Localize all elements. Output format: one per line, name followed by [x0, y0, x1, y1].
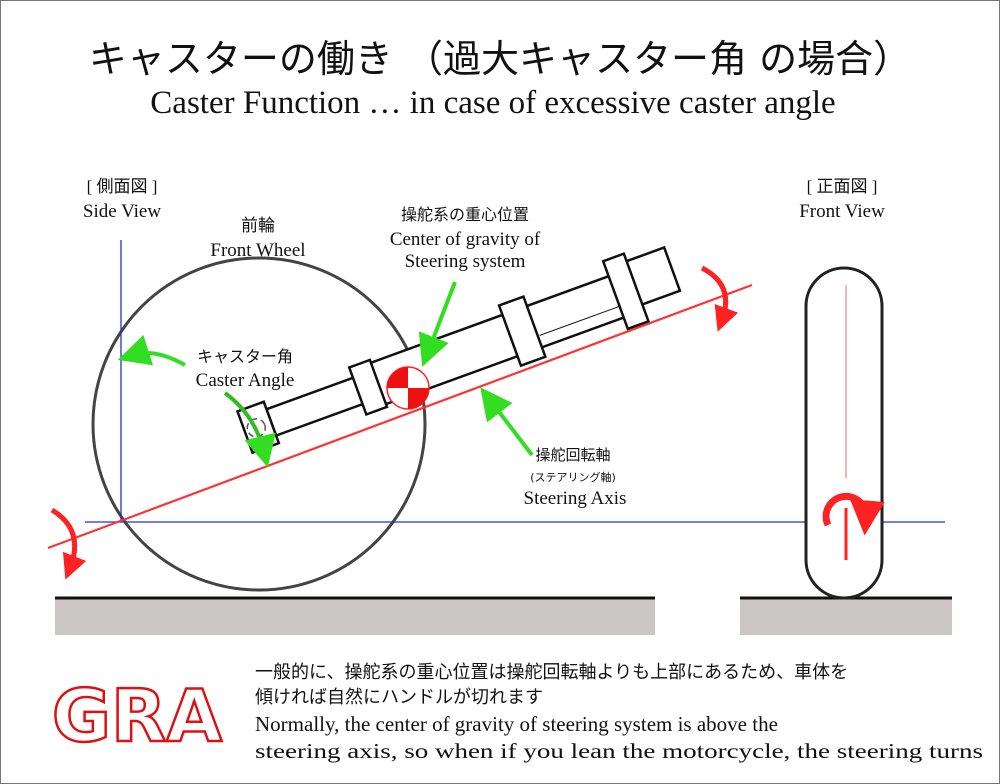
cg-pointer-arrow: [418, 281, 457, 367]
rotation-arrow-bottom-icon: [50, 507, 87, 580]
front-rotation-arrow-icon: [822, 492, 885, 536]
steering-clamp-lower: [497, 294, 547, 368]
front-view-label-en: Front View: [799, 201, 885, 222]
gra-logo: GRA: [52, 674, 223, 758]
front-wheel-side: [91, 256, 427, 592]
description-jp-2: 傾ければ自然にハンドルが切れます: [255, 687, 543, 708]
cg-label-jp: 操舵系の重心位置: [401, 205, 529, 224]
front-wheel-front-view: [804, 266, 884, 600]
title-en: Caster Function … in case of excessive c…: [150, 85, 835, 121]
front-wheel-label-jp: 前輪: [241, 216, 275, 236]
cg-label-en-2: Steering system: [405, 251, 526, 272]
side-view-label-en: Side View: [83, 201, 161, 222]
caster-angle-arrow-lower: [223, 391, 276, 468]
caster-angle-label-jp: キャスター角: [197, 347, 293, 366]
cg-label-en-1: Center of gravity of: [390, 229, 541, 250]
front-wheel-label-en: Front Wheel: [210, 240, 305, 261]
description-en-1: Normally, the center of gravity of steer…: [255, 712, 778, 736]
steering-clamp-upper: [601, 252, 651, 331]
rotation-arrow-top-icon: [700, 265, 739, 332]
ground-side: [55, 598, 655, 635]
title-jp: キャスターの働き （過大キャスター角 の場合）: [89, 37, 911, 81]
steering-axis-line: [47, 283, 753, 550]
description-jp-1: 一般的に、操舵系の重心位置は操舵回転軸よりも上部にあるため、車体を: [255, 662, 848, 683]
steering-axis-label-jp: 操舵回転軸: [535, 446, 610, 464]
front-view-label-jp: [ 正面図 ]: [807, 177, 878, 196]
description-en-2: steering axis, so when if you lean the m…: [255, 739, 983, 763]
steering-axis-label-jp-sub: (ステアリング軸): [530, 470, 616, 484]
caster-angle-arrow-upper: [117, 334, 186, 367]
steering-assembly: [235, 245, 682, 455]
steering-collar: [347, 358, 389, 417]
caster-angle-label-en: Caster Angle: [196, 370, 295, 391]
steering-axis-label-en: Steering Axis: [524, 488, 627, 509]
steering-axis-pointer-arrow: [480, 387, 534, 457]
ground-front: [740, 598, 952, 635]
center-of-gravity-marker: [386, 366, 430, 410]
side-view-label-jp: [ 側面図 ]: [87, 177, 158, 196]
